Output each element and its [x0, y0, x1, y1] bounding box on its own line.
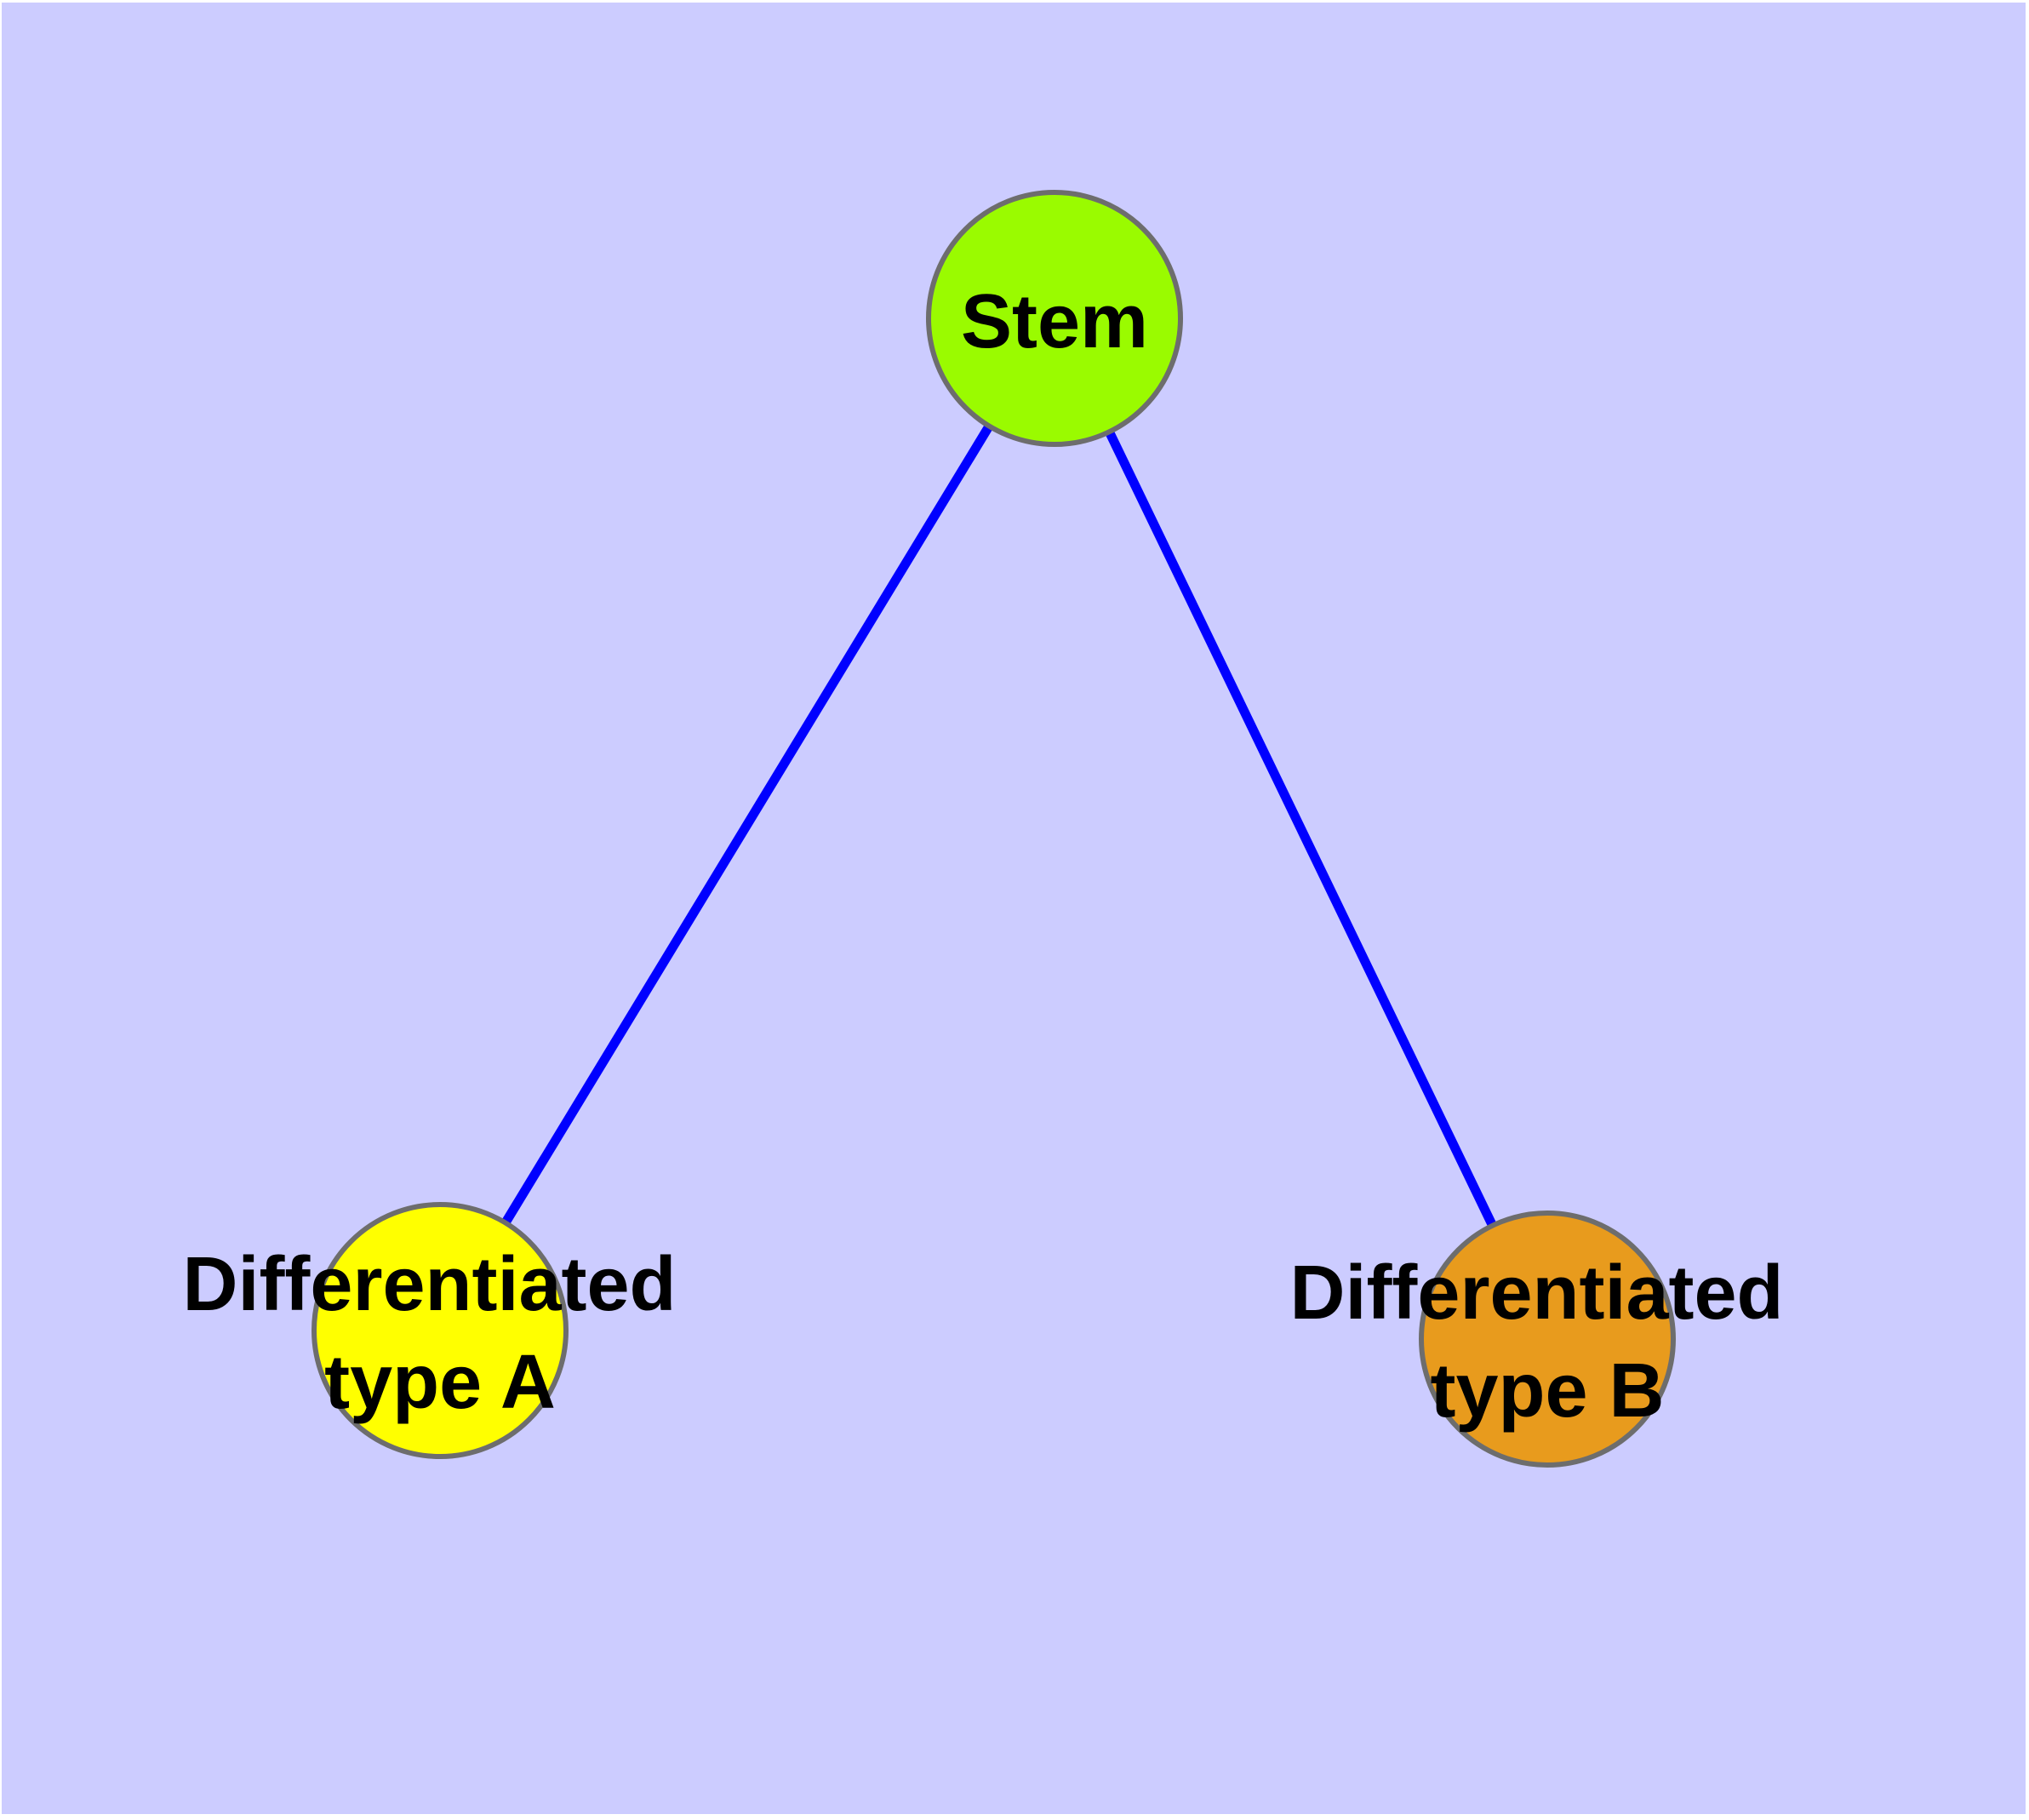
edge-stem-to-type-b	[1050, 316, 1552, 1342]
node-type-b-label-line1: Differentiated	[1289, 1251, 1783, 1336]
edge-stem-to-type-a	[436, 316, 1059, 1333]
node-stem	[926, 190, 1183, 447]
node-type-b-label-line2: type B	[1430, 1348, 1664, 1434]
node-stem-label: Stem	[961, 279, 1148, 364]
node-type-a-label-line1: Differentiated	[182, 1242, 676, 1327]
node-differentiated-type-a	[311, 1202, 569, 1459]
node-type-b-label: Differentiated type B	[1289, 1251, 1804, 1434]
node-type-a-label-line2: type A	[324, 1340, 556, 1425]
node-type-a-label: Differentiated type A	[182, 1242, 697, 1425]
node-differentiated-type-b	[1419, 1210, 1676, 1468]
